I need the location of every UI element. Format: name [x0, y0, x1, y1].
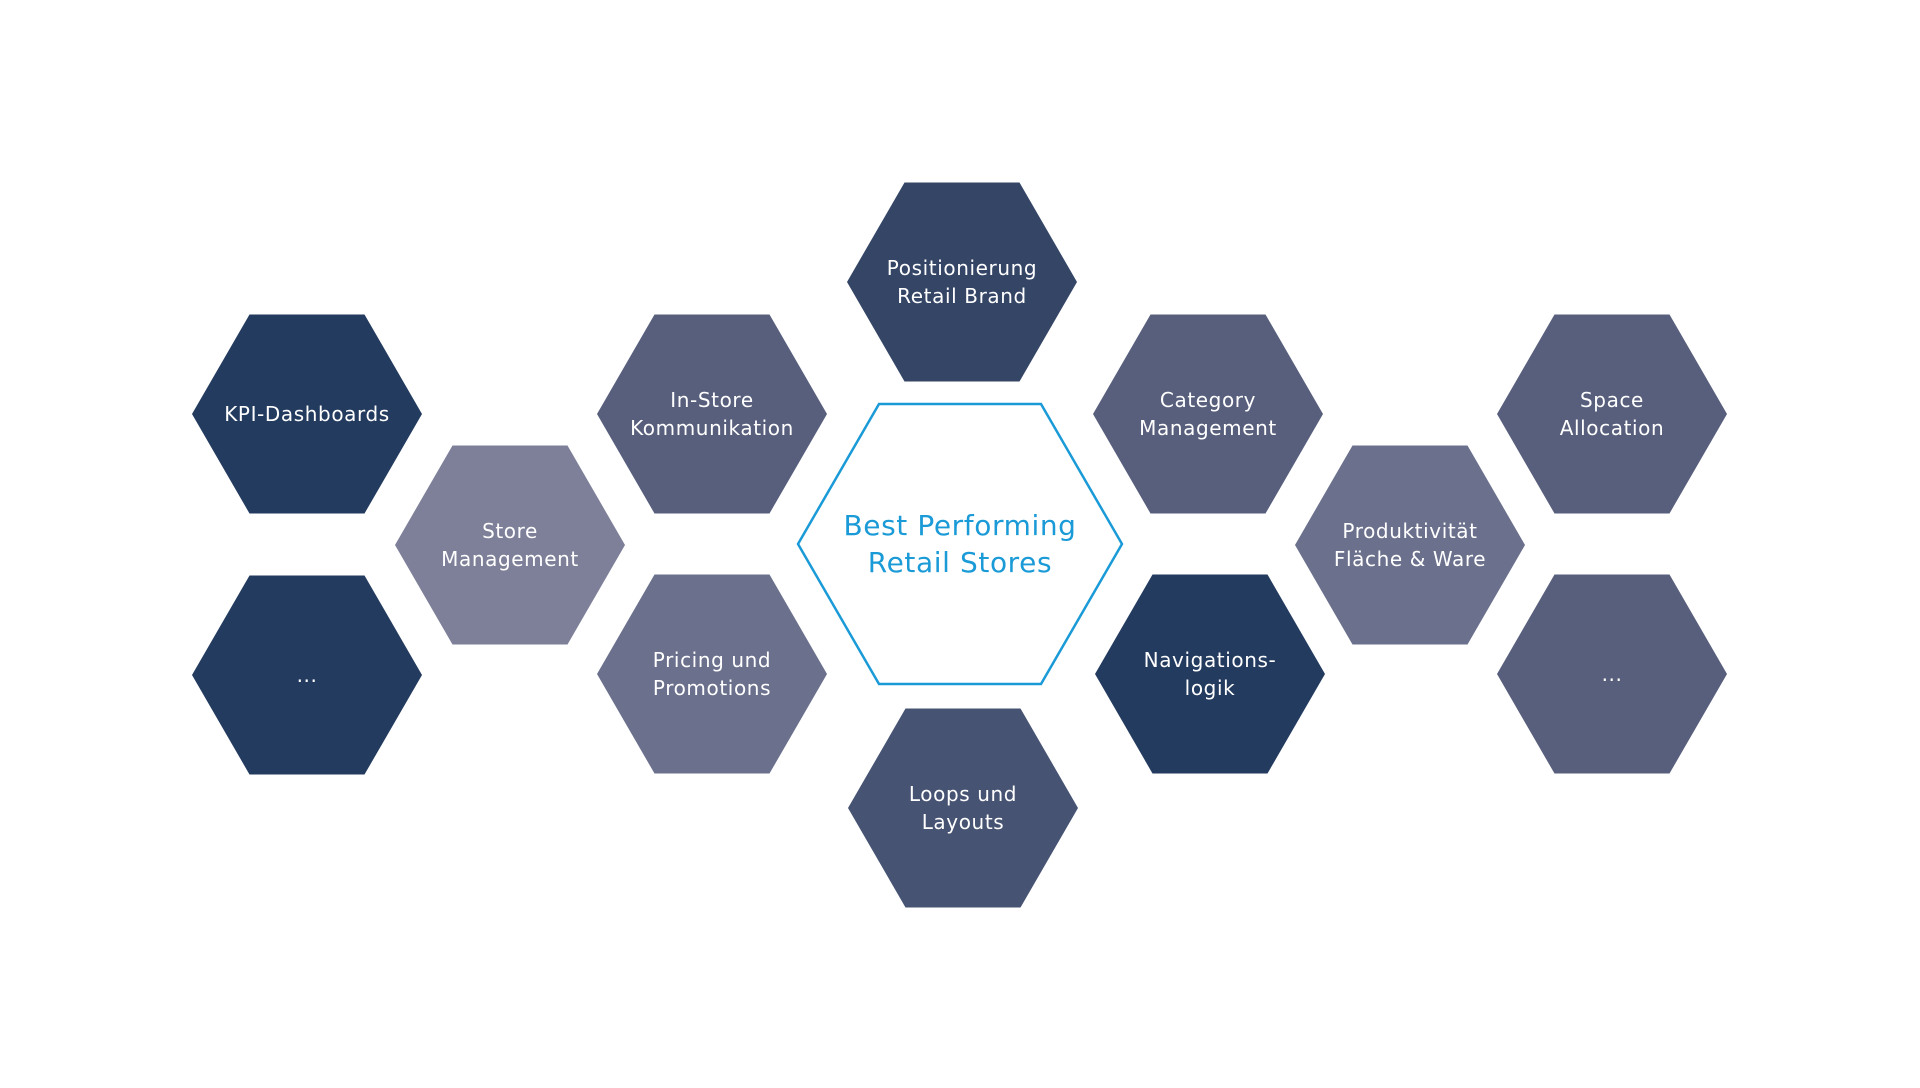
hex-label-produktivitaet-flaeche-ware-line-2: Fläche & Ware	[1334, 547, 1486, 571]
hexagon-shape	[848, 708, 1078, 908]
center-title-line-2: Retail Stores	[868, 546, 1052, 579]
hexagon-shape	[1497, 574, 1727, 774]
hex-label-more-right-line-1: ...	[1602, 662, 1623, 686]
hex-node-navigationslogik: Navigations-logik	[1095, 574, 1325, 774]
hex-label-category-management-line-1: Category	[1160, 388, 1256, 412]
hexagon-shape	[192, 314, 422, 514]
hexagon-shape	[395, 445, 625, 645]
hex-label-positionierung-retail-brand-line-2: Retail Brand	[897, 284, 1027, 308]
hex-node-more-left: ...	[192, 575, 422, 775]
hex-label-positionierung-retail-brand-line-1: Positionierung	[887, 256, 1037, 280]
hexagon-shape	[1497, 314, 1727, 514]
hex-label-store-management-line-1: Store	[482, 519, 538, 543]
hexagon-shape	[1295, 445, 1525, 645]
hex-label-loops-und-layouts-line-2: Layouts	[922, 810, 1005, 834]
hexagon-shape	[597, 574, 827, 774]
center-hexagon-outline	[796, 402, 1124, 686]
center-title-line-1: Best Performing	[843, 509, 1076, 542]
hex-node-kpi-dashboards: KPI-Dashboards	[192, 314, 422, 514]
hexagon-shape	[192, 575, 422, 775]
hex-label-in-store-kommunikation-line-1: In-Store	[670, 388, 753, 412]
hex-label-space-allocation-line-2: Allocation	[1560, 416, 1665, 440]
hexagon-shape	[1093, 314, 1323, 514]
hex-label-loops-und-layouts-line-1: Loops und	[909, 782, 1017, 806]
hexagon-shape	[1095, 574, 1325, 774]
hex-label-space-allocation-line-1: Space	[1580, 388, 1644, 412]
hex-label-navigationslogik-line-2: logik	[1185, 676, 1236, 700]
hex-label-pricing-und-promotions-line-2: Promotions	[653, 676, 771, 700]
hexagon-shape	[847, 182, 1077, 382]
hexagon-shape	[597, 314, 827, 514]
hex-label-pricing-und-promotions-line-1: Pricing und	[653, 648, 771, 672]
hex-label-produktivitaet-flaeche-ware-line-1: Produktivität	[1342, 519, 1477, 543]
hex-label-kpi-dashboards-line-1: KPI-Dashboards	[224, 402, 390, 426]
hex-node-more-right: ...	[1497, 574, 1727, 774]
hex-label-in-store-kommunikation-line-2: Kommunikation	[630, 416, 794, 440]
hex-label-navigationslogik-line-1: Navigations-	[1144, 648, 1277, 672]
hex-label-store-management-line-2: Management	[441, 547, 579, 571]
hex-label-category-management-line-2: Management	[1139, 416, 1277, 440]
hex-label-more-left-line-1: ...	[297, 663, 318, 687]
